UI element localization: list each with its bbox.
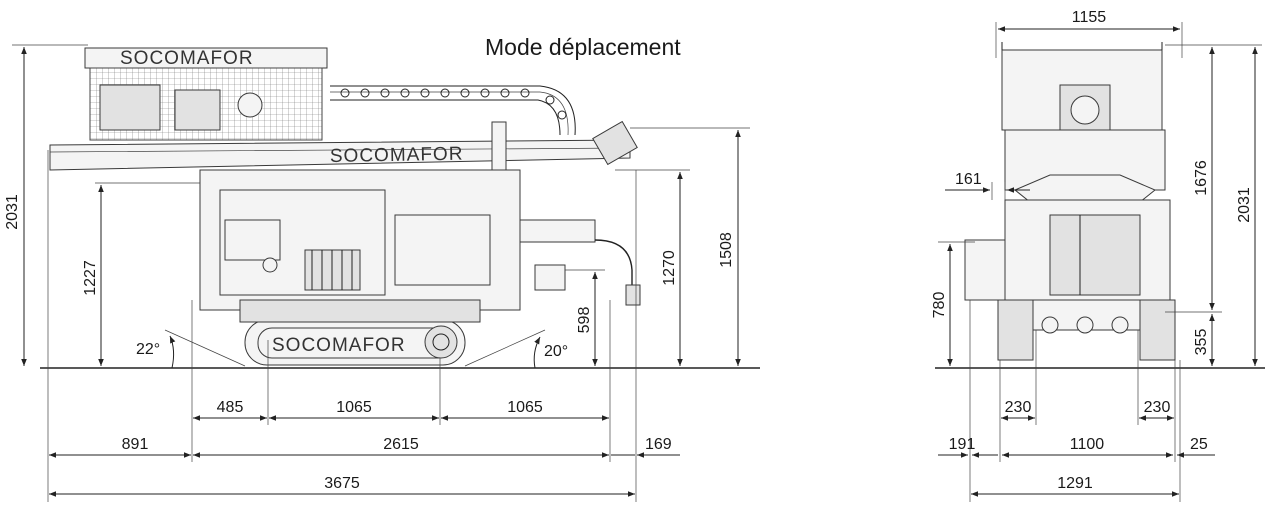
front-track-left bbox=[997, 299, 1034, 361]
dim-label-355: 355 bbox=[1193, 329, 1210, 356]
drive-sprocket bbox=[424, 325, 458, 359]
mast-body bbox=[49, 139, 631, 171]
hydraulic-block-2 bbox=[174, 89, 221, 131]
front-valve bbox=[534, 264, 566, 291]
angle-rear-arc bbox=[169, 335, 176, 369]
dim-label-191: 191 bbox=[949, 436, 976, 453]
sprocket-hub bbox=[432, 333, 450, 351]
dim-label-485: 485 bbox=[217, 399, 244, 416]
dim-label-230-left: 230 bbox=[1005, 399, 1032, 416]
dim-label-161: 161 bbox=[955, 171, 982, 188]
dim-label-3675: 3675 bbox=[324, 475, 360, 492]
dim-label-1508: 1508 bbox=[718, 232, 735, 268]
mast-rail bbox=[49, 147, 631, 153]
engine-cover bbox=[394, 214, 491, 286]
hydraulic-block-1 bbox=[99, 84, 161, 131]
front-side-plate bbox=[964, 239, 1006, 301]
dim-label-1155: 1155 bbox=[1072, 9, 1107, 26]
front-hose bbox=[594, 239, 633, 300]
front-view-dimensions: 1155 1676 2031 355 780 161 230 bbox=[931, 9, 1262, 502]
dim-label-25: 25 bbox=[1190, 436, 1208, 453]
hose-end bbox=[625, 284, 641, 306]
dim-label-1227: 1227 bbox=[82, 260, 99, 296]
front-arm bbox=[519, 219, 596, 243]
angle-front-arc bbox=[533, 336, 541, 369]
angle-front-line bbox=[464, 329, 546, 367]
cable-chain-links bbox=[340, 88, 567, 120]
dim-label-1065-b: 1065 bbox=[507, 399, 543, 416]
dim-label-1065-a: 1065 bbox=[336, 399, 372, 416]
levers bbox=[311, 250, 353, 290]
track-brand: SOCOMAFOR bbox=[272, 335, 406, 356]
mast-post bbox=[491, 121, 507, 171]
dim-label-780: 780 bbox=[931, 292, 948, 319]
front-track-right bbox=[1139, 299, 1176, 361]
front-motor-wheel bbox=[1070, 95, 1100, 125]
angle-rear-label: 22° bbox=[136, 341, 160, 358]
dim-label-230-right: 230 bbox=[1144, 399, 1171, 416]
valve-wheel bbox=[237, 92, 263, 118]
drawing-title: Mode déplacement bbox=[485, 34, 681, 60]
track-frame bbox=[239, 299, 481, 323]
angle-rear-line bbox=[164, 329, 246, 367]
dim-label-1291: 1291 bbox=[1057, 475, 1093, 492]
cable-chain-edge-bottom bbox=[330, 99, 561, 136]
cable-chain-edge-top bbox=[330, 85, 576, 136]
dim-label-2031-front: 2031 bbox=[1236, 187, 1253, 223]
angle-front-label: 20° bbox=[544, 343, 568, 360]
dim-label-598: 598 bbox=[576, 307, 593, 334]
side-view-dimensions: 2031 1227 1270 1508 598 22° 20° 485 1065 bbox=[4, 44, 750, 502]
dim-label-1270: 1270 bbox=[661, 250, 678, 286]
dim-label-2031: 2031 bbox=[4, 194, 21, 230]
front-roller-1 bbox=[1041, 316, 1059, 334]
front-engine bbox=[1049, 214, 1141, 296]
dim-label-169: 169 bbox=[645, 436, 672, 453]
cable-chain bbox=[330, 91, 569, 136]
dim-label-1100: 1100 bbox=[1070, 436, 1105, 453]
front-roller-3 bbox=[1111, 316, 1129, 334]
drill-head bbox=[592, 120, 638, 166]
gauge bbox=[262, 257, 278, 273]
mast-brand: SOCOMAFOR bbox=[330, 144, 464, 167]
dim-label-1676: 1676 bbox=[1193, 160, 1210, 196]
top-cage-brand: SOCOMAFOR bbox=[120, 48, 254, 69]
gauge-panel bbox=[224, 219, 281, 261]
side-view-machine: SOCOMAFOR SOCOMAFOR bbox=[40, 47, 760, 369]
front-roller-2 bbox=[1076, 316, 1094, 334]
dim-label-2615: 2615 bbox=[383, 436, 419, 453]
dim-label-891: 891 bbox=[122, 436, 149, 453]
front-view-machine bbox=[935, 42, 1265, 369]
